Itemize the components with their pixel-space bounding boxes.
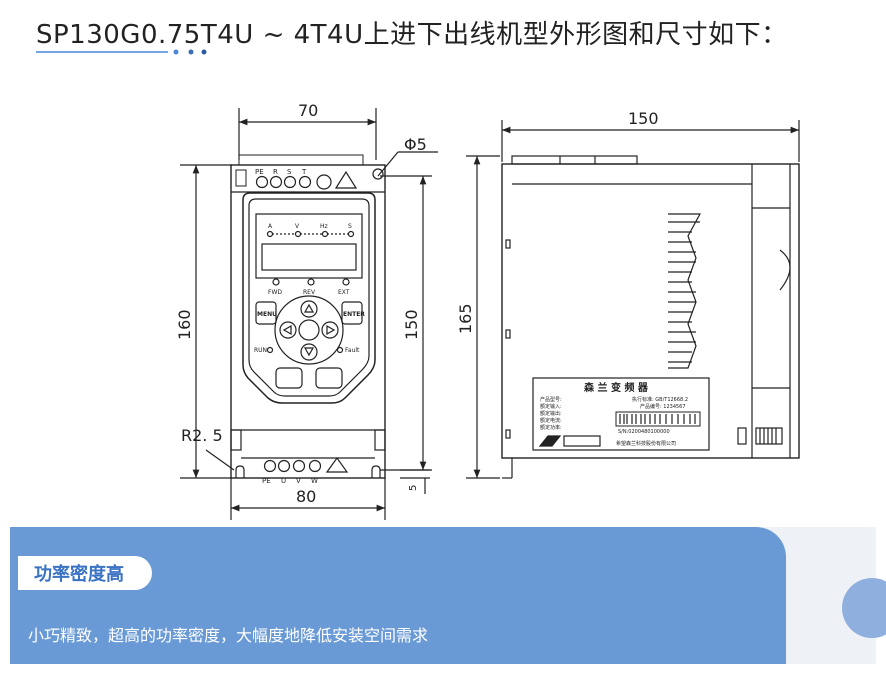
label-sn: 产品编号: 1234567 (640, 403, 686, 410)
terminal-bottom-3: V (296, 477, 301, 485)
menu-key: MENU (257, 311, 277, 318)
technical-drawing: 70 Φ5 80 R2. 5 160 150 PE R S T A V Hz S… (175, 101, 800, 520)
label-line3: 额定输出: (540, 410, 562, 417)
dim-height-inner: 150 (402, 309, 421, 340)
title-underline (36, 49, 207, 55)
enter-key: ENTER (343, 311, 365, 318)
label-company: 希望森兰科技股份有限公司 (616, 440, 676, 447)
terminal-top-2: R (273, 168, 278, 176)
dim-width-bottom: 80 (296, 487, 316, 506)
led-fwd: FWD (268, 289, 282, 296)
label-line5: 额定功率: (540, 424, 562, 431)
indicator-s: S (348, 223, 352, 230)
decorative-circle (842, 578, 886, 638)
led-rev: REV (303, 289, 316, 296)
terminal-bottom-1: PE (262, 477, 271, 485)
dim-radius: R2. 5 (181, 426, 223, 445)
terminal-top-3: S (287, 168, 292, 176)
terminal-top-1: PE (255, 168, 264, 176)
terminal-bottom-4: W (311, 477, 318, 485)
dim-width-top: 70 (298, 101, 318, 120)
dim-side-width: 150 (628, 109, 659, 128)
label-line2: 额定输入: (540, 403, 562, 410)
dim-height-left: 160 (175, 309, 194, 340)
side-view (400, 120, 800, 494)
label-line4: 额定电流: (540, 417, 562, 424)
feature-description: 小巧精致，超高的功率密度，大幅度地降低安装空间需求 (28, 626, 429, 645)
label-std: 执行标准: GB/T12668.2 (632, 396, 688, 403)
label-line1: 产品型号: (540, 396, 562, 403)
dim-side-small: 5 (408, 485, 419, 491)
indicator-hz: Hz (320, 223, 328, 230)
label-brand: 森 兰 变 频 器 (583, 381, 649, 394)
feature-heading: 功率密度高 (18, 556, 152, 590)
fault-label: Fault (345, 347, 360, 354)
indicator-a: A (268, 223, 273, 230)
label-barcode: S/N:0200480100000 (618, 429, 670, 435)
run-label: RUN (254, 347, 267, 354)
dim-hole: Φ5 (404, 135, 427, 154)
page-title: SP130G0.75T4U ~ 4T4U上进下出线机型外形图和尺寸如下： (36, 20, 788, 50)
indicator-v: V (295, 223, 300, 230)
led-ext: EXT (338, 289, 350, 296)
feature-panel (10, 527, 786, 664)
terminal-top-4: T (301, 168, 307, 176)
dim-side-height: 165 (456, 303, 475, 334)
front-view (180, 108, 438, 520)
terminal-bottom-2: U (281, 477, 286, 485)
